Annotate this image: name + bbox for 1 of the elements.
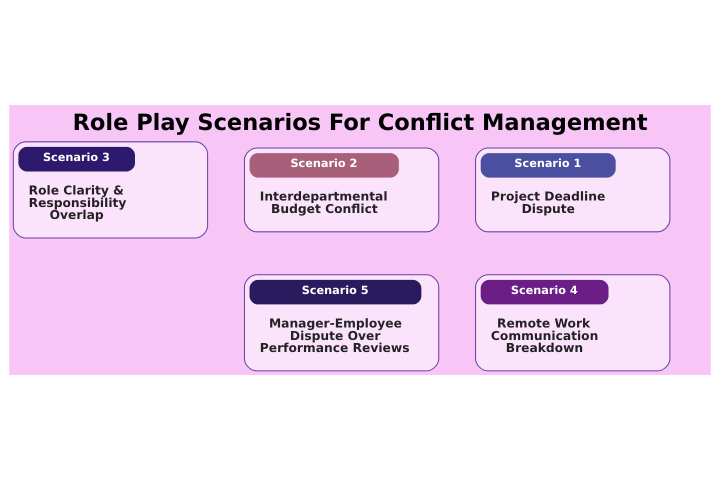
diagram-title: Role Play Scenarios For Conflict Management	[72, 110, 648, 136]
